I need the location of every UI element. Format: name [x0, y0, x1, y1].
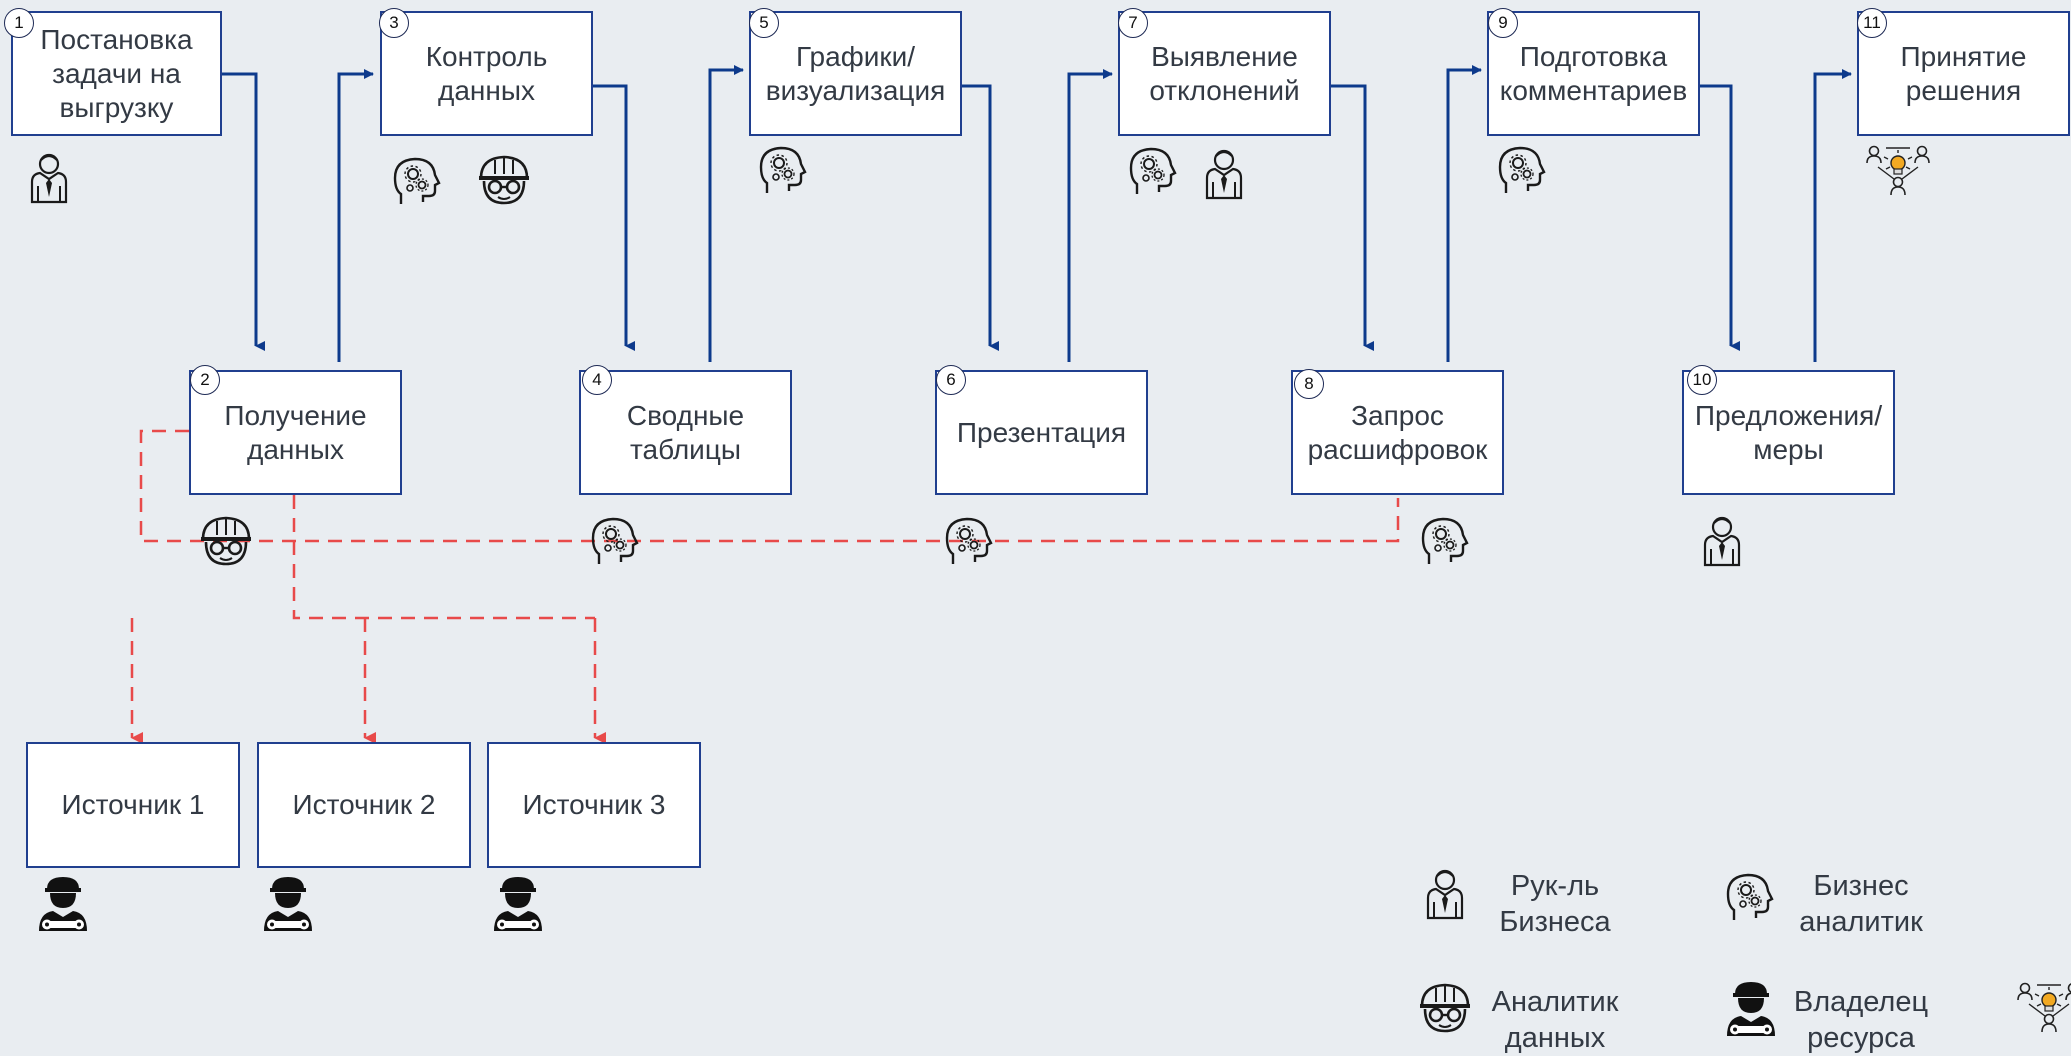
step-10-box: Предложения/ меры — [1682, 370, 1895, 495]
step-9-number: 9 — [1488, 8, 1518, 38]
legend-data-analyst-line2: данных — [1504, 1022, 1606, 1054]
mechanic-icon — [39, 877, 87, 931]
step-6-box: Презентация — [935, 370, 1148, 495]
legend-business-head-line2: Бизнеса — [1499, 906, 1611, 938]
source-3-label: Источник 3 — [522, 789, 666, 820]
flow-arrows — [222, 65, 1852, 362]
step-11-box: Принятие решения — [1857, 11, 2070, 136]
businessman-icon — [30, 153, 68, 204]
flow-arrow-8-9 — [1446, 65, 1482, 362]
flow-arrow-2-3 — [337, 69, 374, 362]
hardhat-glasses-icon — [1418, 983, 1472, 1033]
businessman-icon — [1703, 516, 1741, 567]
step-3-box: Контроль данных — [380, 11, 593, 136]
flow-arrow-1-2 — [222, 72, 265, 351]
mechanic-icon — [1727, 982, 1775, 1036]
head-gears-icon — [1129, 147, 1177, 196]
step-4-line2: таблицы — [629, 433, 741, 465]
legend-resource-owner-line2: ресурса — [1807, 1022, 1915, 1054]
step-2-line1: Получение — [224, 399, 367, 431]
step-2-box: Получение данных — [189, 370, 402, 495]
head-gears-icon — [1726, 873, 1774, 922]
step-6-number: 6 — [936, 365, 966, 395]
flow-arrow-3-4 — [593, 84, 635, 351]
step-4-line1: Сводные — [626, 399, 745, 431]
group-idea-icon — [2017, 982, 2071, 1033]
step-10-number: 10 — [1687, 365, 1717, 395]
step-3-number: 3 — [379, 8, 409, 38]
step-9-line2: комментариев — [1499, 74, 1688, 106]
step-11-line2: решения — [1905, 74, 2022, 106]
step-3-line1: Контроль — [425, 40, 548, 72]
step-5-line1: Графики/ — [795, 40, 916, 72]
flow-arrow-5-6 — [962, 84, 999, 351]
flow-arrow-4-5 — [708, 65, 744, 362]
step-7-box: Выявление отклонений — [1118, 11, 1331, 136]
step-4-box: Сводные таблицы — [579, 370, 792, 495]
step-5-line2: визуализация — [765, 74, 946, 106]
businessman-icon — [1205, 149, 1243, 200]
hardhat-glasses-icon — [477, 155, 531, 205]
head-gears-icon — [1498, 146, 1546, 195]
step-8-number: 8 — [1294, 369, 1324, 399]
step-1-line1: Постановка — [40, 23, 193, 55]
step-2-number: 2 — [190, 365, 220, 395]
legend-business-head-line1: Рук-ль — [1510, 870, 1600, 902]
flow-arrow-10-11 — [1813, 69, 1852, 362]
legend-resource-owner: Владелец ресурса — [1786, 984, 1936, 1056]
source-2-label: Источник 2 — [292, 789, 436, 820]
legend-business-analyst: Бизнес аналитик — [1786, 868, 1936, 940]
step-9-box: Подготовка комментариев — [1487, 11, 1700, 136]
step-11-line1: Принятие — [1900, 40, 2027, 72]
legend-business-head: Рук-ль Бизнеса — [1480, 868, 1630, 940]
step-2-line2: данных — [247, 433, 344, 465]
flow-arrow-6-7 — [1067, 69, 1113, 362]
businessman-icon — [1426, 869, 1464, 920]
step-4-number: 4 — [582, 365, 612, 395]
flow-arrow-9-10 — [1700, 84, 1740, 351]
analyst-link-line — [139, 429, 1400, 543]
step-1-line3: выгрузку — [59, 91, 174, 123]
step-8-line2: расшифровок — [1307, 433, 1488, 465]
source-link-trunk — [292, 495, 595, 620]
data-links — [130, 429, 1400, 744]
source-1-box: Источник 1 — [26, 742, 240, 868]
head-gears-icon — [1421, 517, 1469, 566]
legend-data-analyst-line1: Аналитик — [1491, 986, 1619, 1018]
step-3-line2: данных — [438, 74, 535, 106]
step-5-number: 5 — [749, 8, 779, 38]
head-gears-icon — [393, 157, 441, 206]
legend-resource-owner-line1: Владелец — [1793, 986, 1929, 1018]
step-7-line1: Выявление — [1151, 40, 1298, 72]
step-7-line2: отклонений — [1149, 74, 1300, 106]
step-8-box: Запрос расшифровок — [1291, 370, 1504, 495]
step-1-box: Постановка задачи на выгрузку — [11, 11, 222, 136]
group-idea-icon — [1866, 145, 1930, 196]
flow-arrow-7-8 — [1331, 84, 1374, 351]
source-2-box: Источник 2 — [257, 742, 471, 868]
mechanic-icon — [264, 877, 312, 931]
legend-business-analyst-line1: Бизнес — [1813, 870, 1909, 902]
source-3-box: Источник 3 — [487, 742, 701, 868]
step-5-box: Графики/ визуализация — [749, 11, 962, 136]
step-10-line2: меры — [1753, 433, 1824, 465]
step-6-line1: Презентация — [956, 416, 1127, 448]
hardhat-glasses-icon — [199, 516, 253, 566]
step-11-number: 11 — [1857, 8, 1887, 38]
step-7-number: 7 — [1118, 8, 1148, 38]
step-8-line1: Запрос — [1351, 399, 1444, 431]
legend-business-analyst-line2: аналитик — [1799, 906, 1923, 938]
head-gears-icon — [759, 146, 807, 195]
mechanic-icon — [494, 877, 542, 931]
step-1-number: 1 — [4, 8, 34, 38]
step-9-line1: Подготовка — [1519, 40, 1668, 72]
source-1-label: Источник 1 — [61, 789, 205, 820]
legend-data-analyst: Аналитик данных — [1480, 984, 1630, 1056]
step-10-line1: Предложения/ — [1694, 399, 1883, 431]
step-1-line2: задачи на — [52, 57, 181, 89]
